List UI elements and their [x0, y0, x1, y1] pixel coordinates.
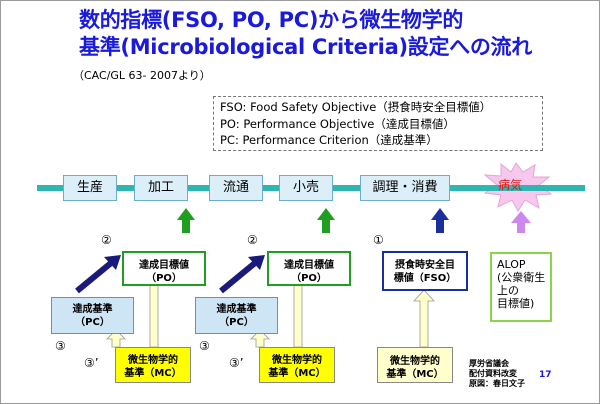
pc-box-left: 達成基準 （PC）	[51, 297, 134, 334]
diag-arrow-middle	[219, 255, 265, 294]
yellow-arrow-mid-to-pc	[250, 329, 270, 348]
step-3p-left: ③’	[84, 356, 99, 370]
mc-right-line2: 基準（MC）	[386, 369, 444, 380]
mc-left-line1: 微生物学的	[128, 355, 178, 366]
definitions-box: FSO: Food Safety Objective（摂食時安全目標値） PO:…	[213, 96, 543, 151]
mc-box-right: 微生物学的 基準（MC）	[377, 347, 453, 383]
po-left-line1: 達成目標値	[139, 260, 189, 271]
definition-pc: PC: Performance Criterion（達成基準）	[220, 133, 438, 147]
up-arrow-purple	[511, 211, 531, 233]
yellow-arrow-left-to-pc	[106, 329, 126, 348]
step-3-middle: ③	[199, 339, 210, 353]
stage-retail: 小売	[279, 175, 333, 201]
pc-box-middle: 達成基準 （PC）	[195, 297, 278, 334]
alop-line1: ALOP	[497, 258, 526, 271]
stage-production: 生産	[63, 175, 117, 201]
step-2-middle: ②	[247, 233, 258, 247]
title-line-2: 基準(Microbiological Criteria)設定への流れ	[79, 35, 532, 59]
pc-left-line1: 達成基準	[72, 304, 113, 315]
mc-middle-line1: 微生物学的	[272, 355, 322, 366]
alop-line3: 上の	[497, 284, 519, 297]
step-3-left: ③	[55, 339, 66, 353]
slide-title: 数的指標(FSO, PO, PC)から微生物学的 基準(Microbiologi…	[79, 7, 532, 61]
diag-arrow-left	[75, 255, 121, 294]
mc-middle-line2: 基準（MC）	[268, 368, 326, 379]
step-1-right: ①	[373, 233, 384, 247]
yellow-arrow-right-to-fso	[413, 289, 435, 348]
pc-middle-line1: 達成基準	[216, 304, 257, 315]
up-arrow-blue	[431, 208, 449, 233]
source-line2: 配付資料改変	[469, 369, 517, 378]
mc-left-line2: 基準（MC）	[124, 368, 182, 379]
alop-line2: (公衆衛生	[497, 271, 546, 284]
pc-middle-line2: （PC）	[219, 317, 254, 328]
source-line3: 原図：春日文子	[469, 379, 525, 388]
fso-line1: 摂食時安全目	[395, 260, 455, 271]
mc-right-line1: 微生物学的	[390, 356, 440, 367]
po-left-line2: （PO）	[146, 273, 182, 284]
disease-label: 病気	[498, 178, 523, 192]
stage-cooking-consumption: 調理・消費	[360, 175, 450, 201]
definition-po: PO: Performance Objective（達成目標値）	[220, 116, 455, 131]
stage-processing: 加工	[134, 175, 188, 201]
up-arrow-green-left	[177, 208, 195, 233]
po-middle-line1: 達成目標値	[284, 260, 334, 271]
source-note: 厚労省議会 配付資料改変 原図：春日文子	[469, 359, 525, 389]
fso-box: 摂食時安全目 標値（FSO）	[382, 251, 468, 291]
mc-box-middle: 微生物学的 基準（MC）	[259, 347, 335, 383]
alop-line4: 目標値)	[497, 297, 535, 310]
title-line-1: 数的指標(FSO, PO, PC)から微生物学的	[79, 8, 464, 32]
definition-fso: FSO: Food Safety Objective（摂食時安全目標値）	[220, 100, 492, 114]
subtitle-source: （CAC/GL 63- 2007より）	[73, 69, 211, 82]
pc-left-line2: （PC）	[75, 317, 110, 328]
step-3p-middle: ③’	[229, 356, 244, 370]
fso-line2: 標値（FSO）	[393, 273, 457, 284]
page-number: 17	[539, 370, 552, 380]
mc-box-left: 微生物学的 基準（MC）	[115, 347, 191, 383]
step-2-left: ②	[101, 233, 112, 247]
alop-box: ALOP (公衆衛生 上の 目標値)	[490, 252, 552, 322]
up-arrow-green-middle	[317, 208, 335, 233]
po-box-left: 達成目標値 （PO）	[122, 251, 206, 286]
stage-distribution: 流通	[209, 175, 263, 201]
source-line1: 厚労省議会	[469, 359, 509, 368]
po-middle-line2: （PO）	[291, 273, 327, 284]
po-box-middle: 達成目標値 （PO）	[267, 251, 351, 286]
